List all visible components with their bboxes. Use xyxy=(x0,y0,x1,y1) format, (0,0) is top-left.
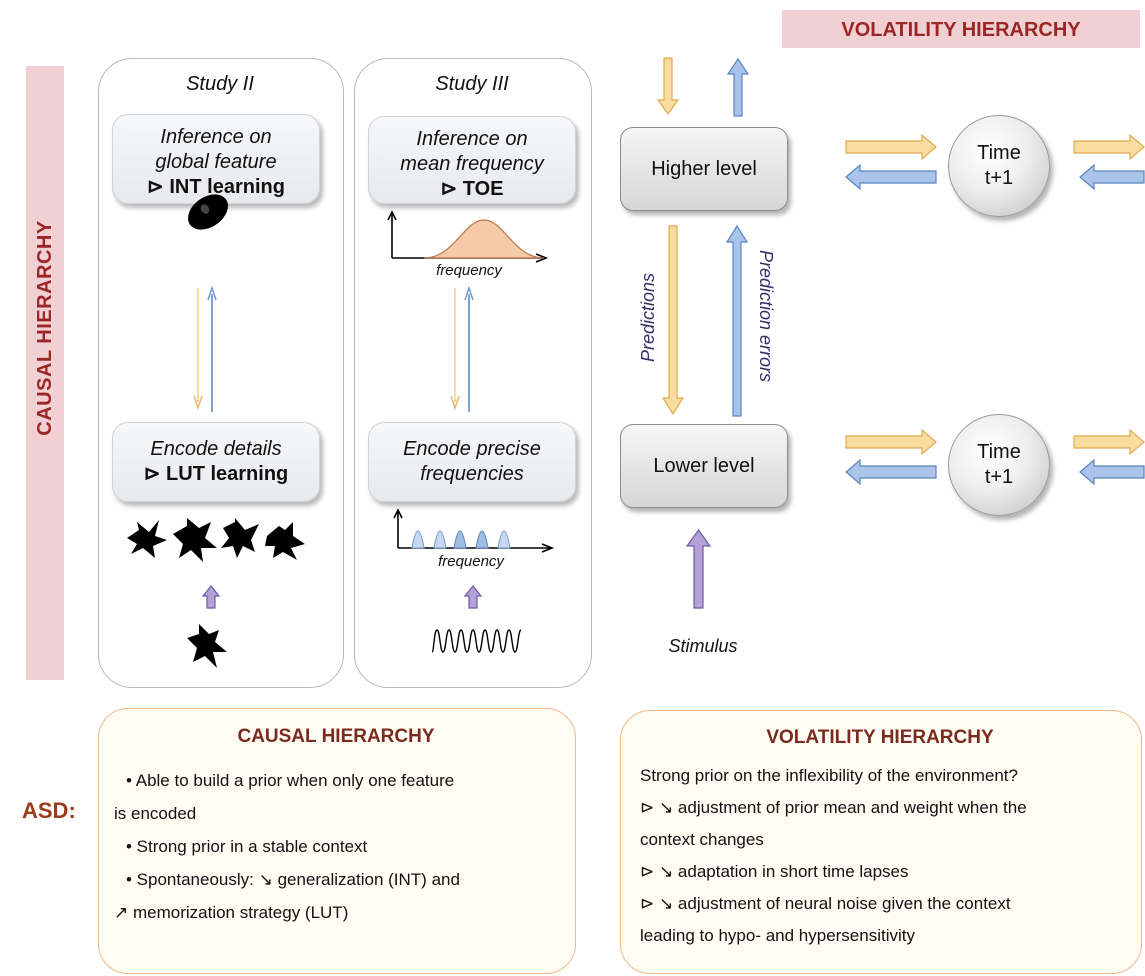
volatility-hierarchy-top-label: VOLATILITY HIERARCHY xyxy=(841,19,1081,41)
top-error-arrow-up xyxy=(726,57,750,117)
volatility-hierarchy-summary-box xyxy=(620,710,1142,974)
time-node-lower-line2: t+1 xyxy=(984,466,1014,488)
volatility-line: Strong prior on the inflexibility of the… xyxy=(640,766,1018,785)
causal-line: is encoded xyxy=(114,804,197,823)
study-ii-connector-arrows xyxy=(193,285,217,412)
stimulus-label: Stimulus xyxy=(668,636,738,656)
time-node-lower-line1: Time xyxy=(977,441,1021,463)
lower-level-time-arrows xyxy=(845,428,1145,486)
volatility-summary-text: Strong prior on the inflexibility of the… xyxy=(640,760,1136,952)
study-iii-inference-line2: mean frequency xyxy=(400,153,544,175)
detail-shapes-icon xyxy=(127,518,305,562)
study-iii-encode-line1: Encode precise xyxy=(403,438,541,460)
precise-frequencies-plot xyxy=(393,508,555,553)
study-iii-encode-box: Encode precise frequencies xyxy=(368,422,576,502)
study-iii-inference-line3: ⊳ TOE xyxy=(440,178,504,200)
lower-level-box: Lower level xyxy=(620,424,788,508)
volatility-line: ⊳ ↘ adaptation in short time lapses xyxy=(640,862,909,881)
stimulus-input-arrow-up xyxy=(685,528,712,609)
prediction-arrow-down xyxy=(661,225,685,416)
study-ii-inference-line2: global feature xyxy=(155,151,277,173)
global-feature-blob-icon xyxy=(188,194,228,230)
volatility-line: ⊳ ↘ adjustment of neural noise given the… xyxy=(640,894,1011,913)
study-iii-connector-arrows xyxy=(450,285,474,412)
study-ii-title: Study II xyxy=(186,73,254,95)
study-ii-inference-box: Inference on global feature ⊳ INT learni… xyxy=(112,114,320,204)
causal-line: • Strong prior in a stable context xyxy=(126,837,368,856)
study-ii-encode-line2: ⊳ LUT learning xyxy=(143,463,289,485)
study-iii-encode-line2: frequencies xyxy=(420,463,524,485)
time-node-higher-line2: t+1 xyxy=(984,167,1014,189)
time-node-lower: Time t+1 xyxy=(948,414,1050,516)
volatility-hierarchy-top-banner xyxy=(782,10,1140,48)
study-iii-title: Study III xyxy=(435,73,509,95)
study-iii-stimulus-arrow xyxy=(463,585,483,609)
higher-level-time-arrows xyxy=(845,133,1145,191)
prediction-error-arrow-up xyxy=(725,224,749,417)
prediction-errors-label: Prediction errors xyxy=(756,250,776,383)
frequency-axis-label-top: frequency xyxy=(436,262,502,279)
frequency-axis-label-bottom: frequency xyxy=(438,553,504,570)
predictions-label: Predictions xyxy=(638,272,658,362)
volatility-line: ⊳ ↘ adjustment of prior mean and weight … xyxy=(640,798,1027,817)
top-prediction-arrow-down xyxy=(656,57,680,116)
causal-hierarchy-vertical-label: CAUSAL HIERARCHY xyxy=(34,220,56,436)
study-ii-encode-box: Encode details ⊳ LUT learning xyxy=(112,422,320,502)
causal-summary-title: CAUSAL HIERARCHY xyxy=(237,726,435,747)
stimulus-shape-icon xyxy=(187,624,227,668)
study-iii-inference-box: Inference on mean frequency ⊳ TOE xyxy=(368,116,576,204)
sine-wave-icon xyxy=(431,629,522,653)
study-ii-inference-line3: ⊳ INT learning xyxy=(147,176,285,198)
higher-level-box: Higher level xyxy=(620,127,788,211)
study-ii-stimulus-arrow xyxy=(201,585,221,609)
time-node-higher-line1: Time xyxy=(977,142,1021,164)
volatility-summary-title: VOLATILITY HIERARCHY xyxy=(766,727,994,748)
volatility-line: leading to hypo- and hypersensitivity xyxy=(640,926,915,945)
causal-line: • Able to build a prior when only one fe… xyxy=(126,771,455,790)
causal-summary-text: • Able to build a prior when only one fe… xyxy=(114,764,564,929)
causal-hierarchy-summary-box xyxy=(98,708,576,974)
study-ii-inference-line1: Inference on xyxy=(160,126,272,148)
causal-hierarchy-vertical-banner xyxy=(26,66,64,680)
time-node-higher: Time t+1 xyxy=(948,115,1050,217)
asd-label: ASD: xyxy=(22,798,76,823)
study-ii-encode-line1: Encode details xyxy=(150,438,282,460)
volatility-line: context changes xyxy=(640,830,764,849)
mean-frequency-plot xyxy=(387,210,549,263)
causal-line: ↗ memorization strategy (LUT) xyxy=(114,903,349,922)
study-iii-inference-line1: Inference on xyxy=(416,128,528,150)
causal-line: • Spontaneously: ↘ generalization (INT) … xyxy=(126,870,460,889)
